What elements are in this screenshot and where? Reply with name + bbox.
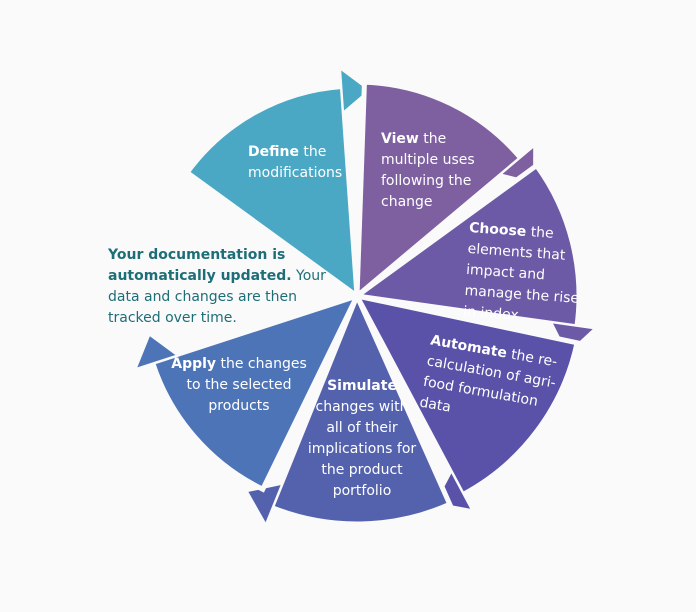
segment-label-view: View the multiple uses following the cha… (381, 131, 475, 210)
segment-label-apply: Apply the changes to the selected produc… (171, 356, 307, 414)
segment-label-choose: Choose the elements that impact and mana… (462, 220, 580, 324)
segment-apply (149, 291, 362, 493)
segment-label-simulate: Simulate changes with all of their impli… (307, 378, 417, 499)
segment-label-define: Define the modifications (248, 144, 343, 181)
documentation-note: Your documentation is automatically upda… (108, 247, 326, 326)
segment-choose (350, 162, 582, 330)
segment-automate (352, 292, 581, 499)
segment-view (354, 79, 525, 302)
arrowhead-apply (137, 336, 176, 368)
segment-define (183, 83, 360, 302)
arrowhead-simulate (248, 485, 281, 523)
arrowhead-choose (553, 323, 593, 353)
segment-simulate (268, 289, 454, 527)
arrowhead-define (341, 70, 368, 111)
